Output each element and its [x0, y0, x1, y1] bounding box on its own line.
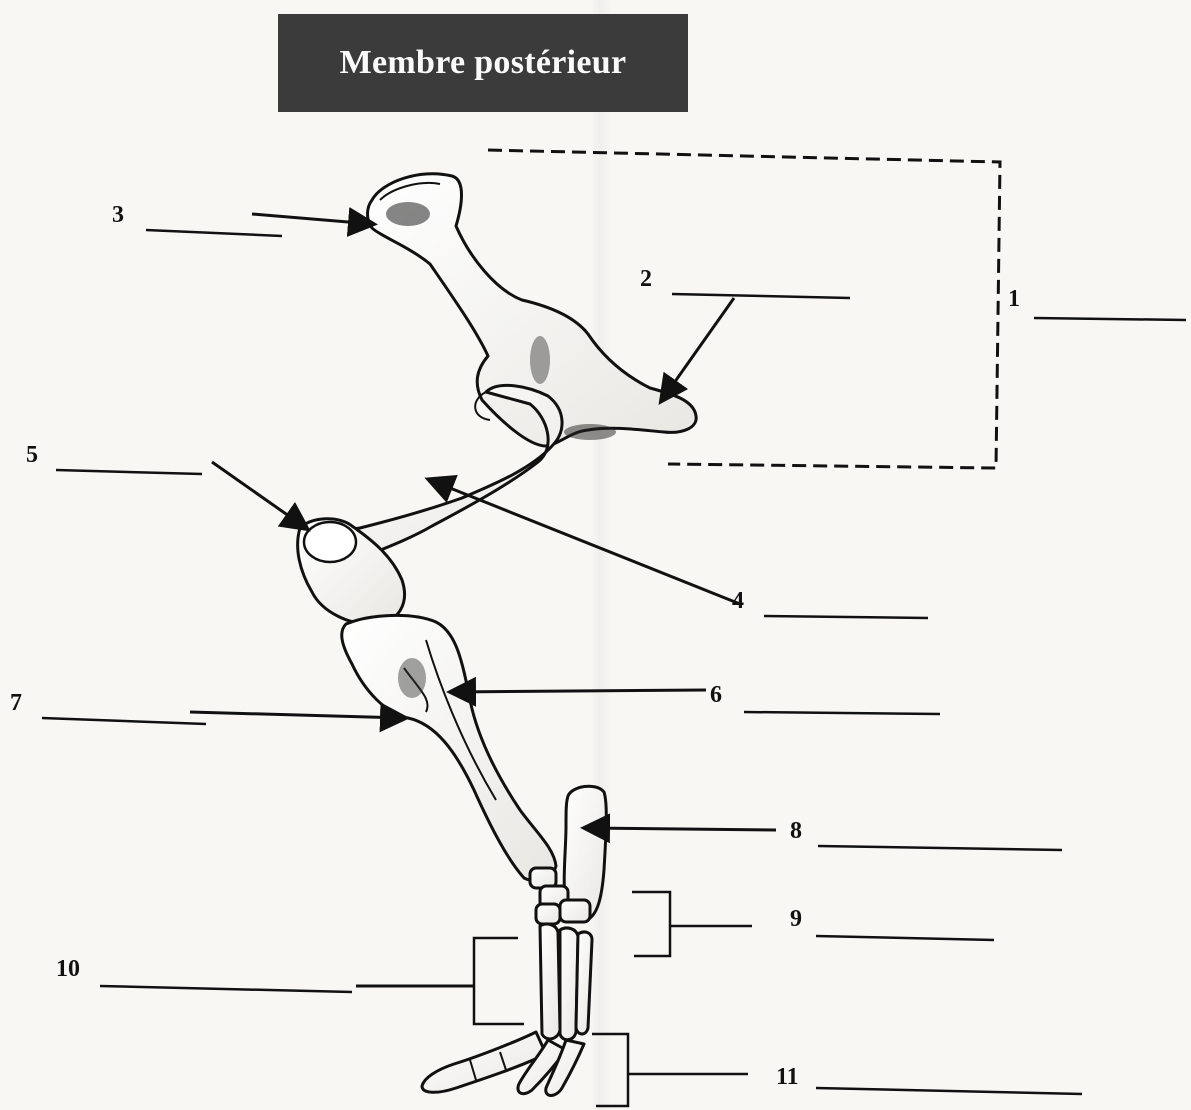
label-5: 5 — [26, 442, 38, 468]
label-8: 8 — [790, 818, 802, 844]
answer-line-3 — [146, 230, 282, 236]
arrow-5 — [212, 462, 306, 528]
answer-line-11 — [816, 1088, 1082, 1094]
label-9: 9 — [790, 906, 802, 932]
label-11: 11 — [776, 1064, 799, 1090]
answer-line-8 — [818, 846, 1062, 850]
phalanx-bones — [422, 1032, 584, 1096]
label-4: 4 — [732, 588, 744, 614]
arrow-6 — [452, 690, 706, 692]
label-3: 3 — [112, 202, 124, 228]
arrow-3 — [252, 214, 372, 224]
label-2: 2 — [640, 266, 652, 292]
answer-line-7 — [42, 718, 206, 724]
arrow-8 — [586, 828, 776, 830]
answer-line-10 — [100, 986, 352, 992]
arrow-7 — [190, 712, 404, 718]
tibia-bone — [342, 615, 556, 880]
answer-line-4 — [764, 616, 928, 618]
answer-line-9 — [816, 936, 994, 940]
metatarsal-bones — [540, 924, 592, 1040]
arrow-4 — [430, 480, 740, 604]
answer-line-2 — [672, 294, 850, 298]
label-7: 7 — [10, 690, 22, 716]
bracket-11 — [592, 1034, 628, 1106]
bracket-9 — [632, 892, 670, 956]
label-1: 1 — [1008, 286, 1020, 312]
answer-lines — [42, 230, 1186, 1094]
answer-line-6 — [744, 712, 940, 714]
label-6: 6 — [710, 682, 722, 708]
arrow-2 — [662, 298, 734, 400]
label-10: 10 — [56, 956, 80, 982]
answer-line-1 — [1034, 318, 1186, 320]
answer-line-5 — [56, 470, 202, 474]
bracket-10 — [474, 938, 524, 1024]
